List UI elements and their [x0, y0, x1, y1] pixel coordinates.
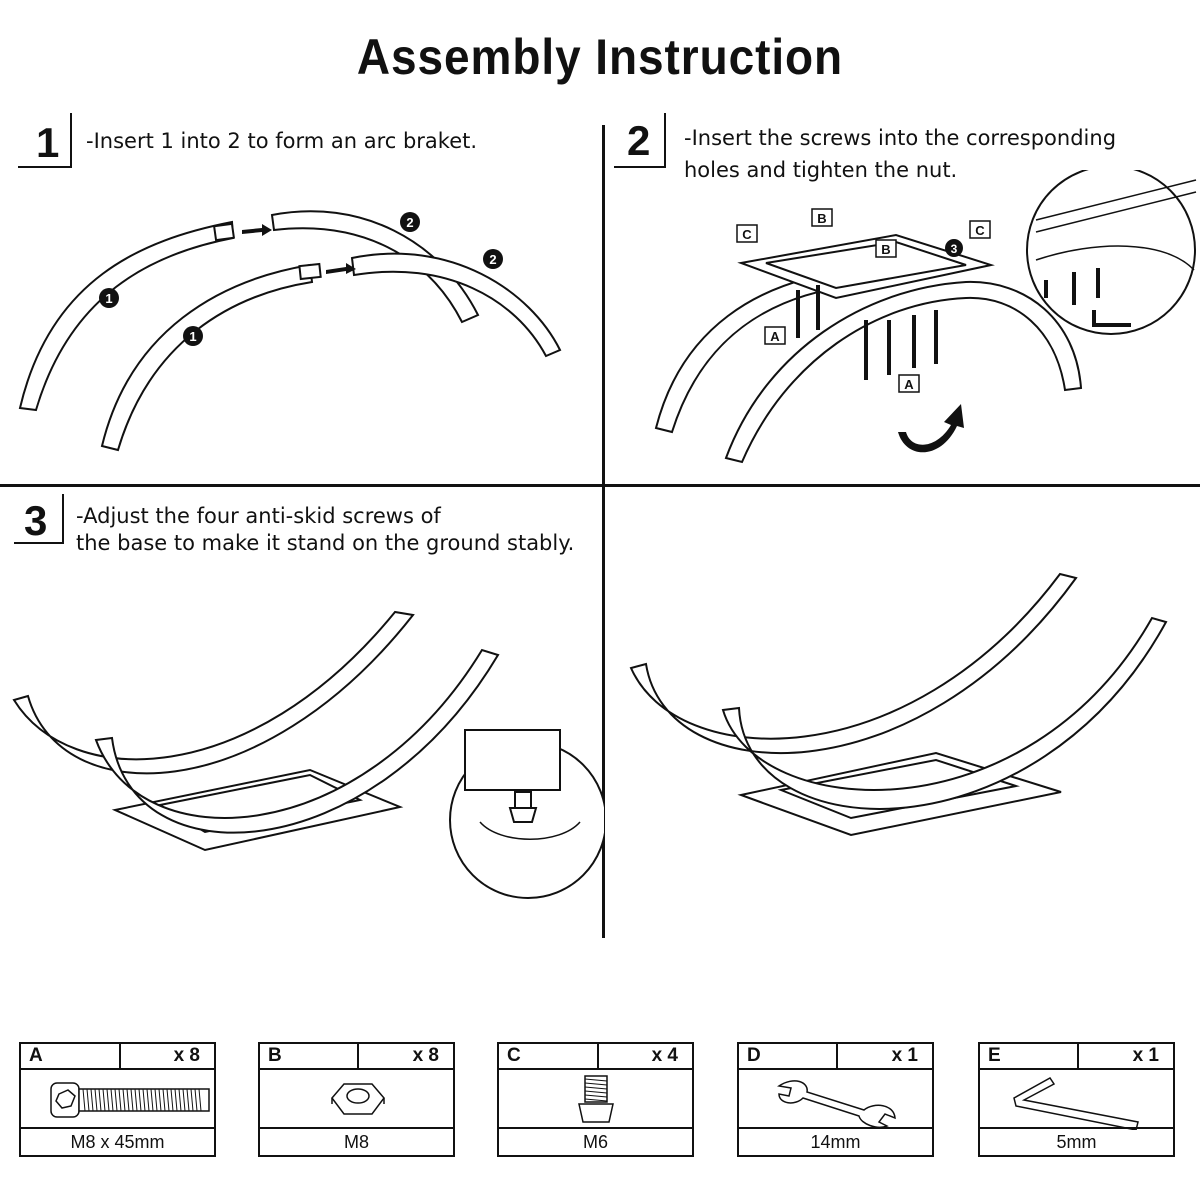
label-box: [875, 239, 897, 258]
label-c: C: [975, 223, 985, 238]
label-c: C: [742, 227, 752, 242]
detail-frame-foot: [464, 729, 561, 791]
part-letter: D: [747, 1045, 761, 1066]
part-quantity: x 1: [891, 1045, 918, 1066]
part-letter: B: [268, 1045, 282, 1066]
leveling-foot-icon: [508, 807, 538, 823]
label-box: [764, 326, 786, 345]
step-3-box-edge: [62, 494, 64, 544]
insert-arrow-icon: [326, 263, 356, 274]
part-spec: M8: [260, 1127, 453, 1155]
horizontal-divider: [0, 484, 1200, 487]
label-b: B: [881, 242, 890, 257]
callout-1: 1: [105, 291, 112, 306]
part-spec: 5mm: [980, 1127, 1173, 1155]
arc-piece-2-front: [350, 252, 562, 358]
part-spec: 14mm: [739, 1127, 932, 1155]
arc-bracket-front: [94, 648, 500, 834]
vertical-divider: [602, 125, 605, 938]
arc-bracket-front: [721, 616, 1168, 810]
step-2-box-base: [614, 166, 666, 168]
detail-magnifier: [1026, 170, 1196, 335]
step-3-number: 3: [24, 497, 48, 544]
arc-bracket-back: [629, 572, 1078, 754]
step-1-illustration: 1 1 2 2: [18, 210, 562, 452]
label-a: A: [904, 377, 914, 392]
hex-key-icon: [1092, 310, 1131, 327]
part-quantity: x 8: [173, 1045, 200, 1066]
label-box: [969, 220, 991, 239]
callout-3: 3: [951, 242, 958, 256]
header-divider: [597, 1044, 599, 1068]
label-box: [736, 224, 758, 243]
label-box: [811, 208, 833, 227]
part-letter: C: [507, 1045, 521, 1066]
header-divider: [357, 1044, 359, 1068]
base-frame-inner: [765, 240, 967, 290]
part-quantity: x 4: [651, 1045, 678, 1066]
step-3-text: -Adjust the four anti-skid screws of the…: [76, 504, 575, 555]
callout-1: 1: [189, 329, 196, 344]
part-quantity: x 8: [412, 1045, 439, 1066]
step-1-number: 1: [36, 119, 60, 166]
arc-piece-1-front: [100, 263, 314, 452]
part-spec: M6: [499, 1127, 692, 1155]
label-box: [898, 374, 920, 393]
header-divider: [836, 1044, 838, 1068]
arc-bracket-front: [724, 280, 1083, 464]
arc-connector-front: [298, 262, 322, 281]
step-1-box-base: [18, 166, 72, 168]
header-divider: [1077, 1044, 1079, 1068]
header-divider: [119, 1044, 121, 1068]
step-3-box-base: [14, 542, 64, 544]
step-2-text: -Insert the screws into the correspondin…: [684, 126, 1117, 182]
assembled-illustration: [629, 572, 1168, 837]
step-3-illustration: [12, 610, 604, 899]
page-title: Assembly Instruction: [356, 29, 844, 85]
callout-marker: [99, 212, 503, 346]
part-spec: M8 x 45mm: [21, 1127, 214, 1155]
insert-arrow-icon: [242, 224, 272, 236]
step-2-number: 2: [627, 117, 651, 164]
callout-2: 2: [406, 215, 413, 230]
arc-bracket-back: [12, 610, 415, 775]
flip-arrow-icon: [898, 404, 964, 453]
part-quantity: x 1: [1132, 1045, 1159, 1066]
callout-2: 2: [489, 252, 496, 267]
callout-marker: [945, 239, 963, 257]
step-2-box-edge: [664, 113, 666, 168]
label-b: B: [817, 211, 826, 226]
label-a: A: [770, 329, 780, 344]
arc-connector-back: [212, 222, 236, 242]
step-1-box-edge: [70, 113, 72, 168]
part-letter: A: [29, 1045, 43, 1066]
step-1-text: -Insert 1 into 2 to form an arc braket.: [86, 129, 478, 153]
step-2-illustration: C B B C A A 3: [654, 170, 1197, 464]
leveling-screw-icon: [514, 791, 532, 809]
rotate-arrow-icon: [479, 821, 581, 840]
part-letter: E: [988, 1045, 1001, 1066]
